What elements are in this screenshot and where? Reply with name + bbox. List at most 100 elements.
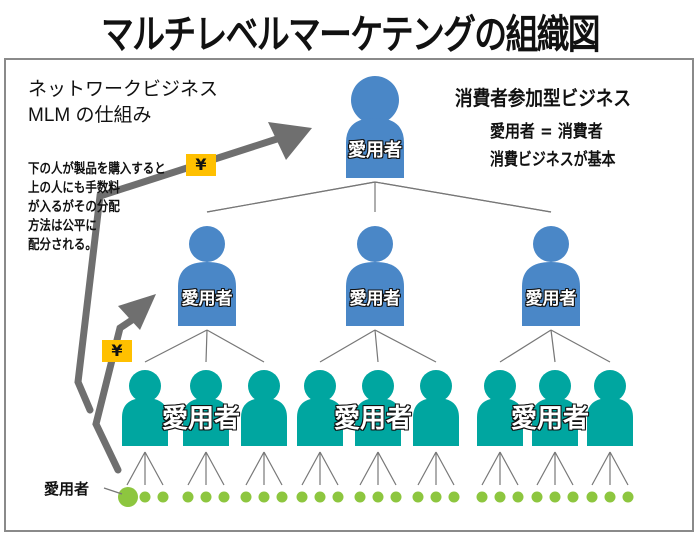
level3-connector xyxy=(377,451,397,486)
arrowhead-lower xyxy=(118,294,156,330)
diagram-frame xyxy=(4,58,694,532)
level4-user-dot xyxy=(314,491,326,503)
level3-user-icon-head xyxy=(190,370,222,402)
level3-user-icon-head xyxy=(248,370,280,402)
level2-user-icon-body xyxy=(178,262,236,326)
level4-user-dot xyxy=(567,491,579,503)
level4-user-dot xyxy=(218,491,230,503)
level2-user-icon-body xyxy=(346,262,404,326)
description-text: 下の人が製品を購入すると 上の人にも手数料 が入るがその分配 方法は公平に 配分… xyxy=(28,161,166,253)
level3-user-icon-body xyxy=(355,398,401,446)
level4-user-dot xyxy=(494,491,506,503)
level4-user-dot xyxy=(430,491,442,503)
commission-arrow-lower xyxy=(92,316,136,474)
level3-connector xyxy=(126,451,146,486)
level3-user-icon-body xyxy=(297,398,343,446)
level2-user-icon-head xyxy=(189,226,225,262)
level2-user-icon-head xyxy=(533,226,569,262)
level3-user-icon-head xyxy=(539,370,571,402)
level3-connector xyxy=(499,451,519,486)
level2-user-label: 愛用者 xyxy=(525,289,577,309)
level2-user-icon-body xyxy=(522,262,580,326)
level4-user-dot xyxy=(139,491,151,503)
level4-user-dot xyxy=(531,491,543,503)
level4-user-dot xyxy=(549,491,561,503)
level2-user-icon-head xyxy=(357,226,393,262)
left-heading-line2: MLM の仕組み xyxy=(28,105,152,126)
connector-line xyxy=(374,181,552,213)
level2-connector xyxy=(374,329,379,363)
level3-user-icon-body xyxy=(477,398,523,446)
level4-user-dot xyxy=(372,491,384,503)
level3-user-icon-body xyxy=(413,398,459,446)
level3-connector xyxy=(435,451,455,486)
level3-group-label: 愛用者 xyxy=(161,404,240,434)
label-pointer xyxy=(103,487,123,495)
level2-connector xyxy=(550,329,556,363)
level3-connector xyxy=(319,451,339,486)
top-user-icon-head xyxy=(351,76,399,124)
level3-user-icon-head xyxy=(594,370,626,402)
yen-badge-lower: ¥ xyxy=(102,340,132,362)
level3-user-icon-head xyxy=(420,370,452,402)
top-user-icon-body xyxy=(346,118,404,178)
right-heading-line3: 消費ビジネスが基本 xyxy=(490,150,616,170)
level3-connector xyxy=(301,451,321,486)
bottom-user-label: 愛用者 xyxy=(44,480,90,498)
right-heading-line2: 愛用者 = 消費者 xyxy=(490,122,603,142)
level3-connector xyxy=(609,451,629,486)
yen-badge-upper: ¥ xyxy=(186,154,216,176)
level2-connector xyxy=(550,329,611,363)
level3-connector xyxy=(417,451,437,486)
level3-user-icon-body xyxy=(183,398,229,446)
level3-user-icon-body xyxy=(532,398,578,446)
level2-user-label: 愛用者 xyxy=(349,289,401,309)
page-title: マルチレベルマーケテングの組織図 xyxy=(101,12,601,58)
level4-user-dot xyxy=(390,491,402,503)
level4-user-dot xyxy=(512,491,524,503)
top-user-label: 愛用者 xyxy=(348,140,402,161)
connector-line xyxy=(206,181,376,213)
level2-connector xyxy=(206,329,265,363)
level3-connector xyxy=(481,451,501,486)
level4-user-dot xyxy=(258,491,270,503)
level3-user-icon-head xyxy=(129,370,161,402)
self-user-dot xyxy=(118,487,138,507)
level3-user-icon-head xyxy=(362,370,394,402)
arrowhead-upper xyxy=(268,122,312,160)
level3-user-icon-body xyxy=(241,398,287,446)
level4-user-dot xyxy=(622,491,634,503)
level3-connector xyxy=(205,451,225,486)
level3-connector xyxy=(591,451,611,486)
level3-group-label: 愛用者 xyxy=(510,404,589,434)
level4-user-dot xyxy=(604,491,616,503)
level3-connector xyxy=(536,451,556,486)
level2-connector xyxy=(144,329,208,363)
level3-user-icon-head xyxy=(304,370,336,402)
left-heading-line1: ネットワークビジネス xyxy=(28,79,219,100)
level4-user-dot xyxy=(276,491,288,503)
level4-user-dot xyxy=(240,491,252,503)
level4-user-dot xyxy=(354,491,366,503)
level4-user-dot xyxy=(157,491,169,503)
level3-connector xyxy=(554,451,574,486)
level3-user-icon-body xyxy=(122,398,168,446)
level4-user-dot xyxy=(586,491,598,503)
level4-user-dot xyxy=(412,491,424,503)
level4-user-dot xyxy=(200,491,212,503)
level3-connector xyxy=(187,451,207,486)
level2-connector xyxy=(205,329,208,363)
level4-user-dot xyxy=(448,491,460,503)
level3-group-label: 愛用者 xyxy=(333,404,412,434)
level3-user-icon-body xyxy=(587,398,633,446)
level3-connector xyxy=(263,451,283,486)
right-heading-line1: 消費者参加型ビジネス xyxy=(455,86,631,110)
level3-user-icon-head xyxy=(484,370,516,402)
level3-connector xyxy=(245,451,265,486)
level2-connector xyxy=(499,329,552,363)
level3-connector xyxy=(359,451,379,486)
level3-connector xyxy=(144,451,164,486)
level4-user-dot xyxy=(476,491,488,503)
level4-user-dot xyxy=(296,491,308,503)
